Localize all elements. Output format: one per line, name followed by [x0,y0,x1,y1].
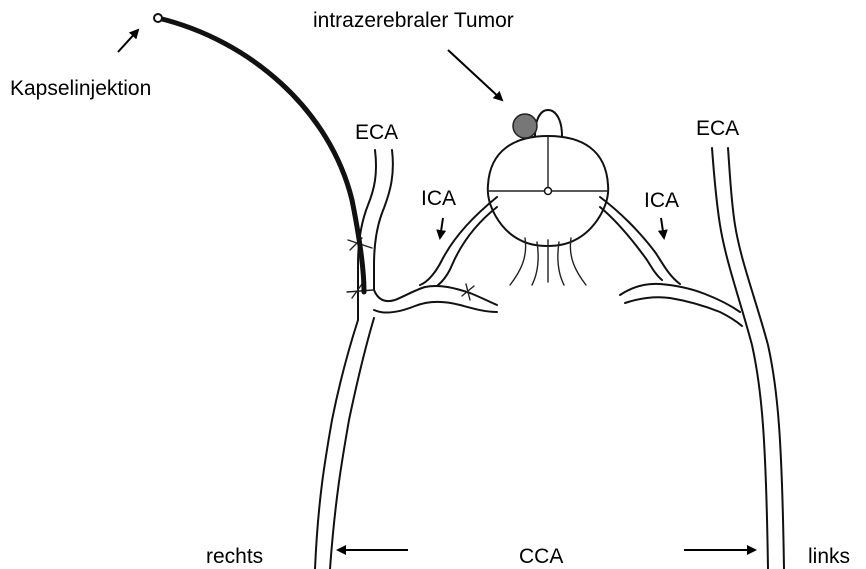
label-cca: CCA [519,546,563,567]
cca-right-outer [315,320,358,569]
label-links: links [808,546,850,567]
brainstem-inner-right [558,242,564,285]
ica-right-lower [438,207,497,285]
right-vessels [315,150,497,569]
catheter-tip [154,14,162,22]
label-capsule-injection: Kapselinjektion [10,78,151,99]
ica-right-junction-lower [374,302,497,313]
label-tumor: intrazerebraler Tumor [313,10,514,31]
ica-right-upper [420,197,497,285]
brain [488,110,608,285]
eca-left-inner [728,148,784,569]
label-eca-left: ECA [696,118,739,139]
tumor-mass [513,114,537,138]
brain-center-marker [545,188,552,195]
brainstem-line-left [510,238,526,285]
brainstem-inner-left [532,242,538,285]
ica-left-lower [600,207,662,280]
label-eca-right: ECA [355,122,398,143]
brain-olfactory-bulb [535,110,562,136]
left-vessels [600,148,784,569]
eca-left-outer [712,148,768,569]
ligature-mark-lower [347,284,373,298]
capsule-catheter [158,18,364,292]
ica-left-junction-upper [620,284,740,312]
label-rechts: rechts [206,546,263,567]
ica-left-arrow [661,218,664,238]
ica-right-arrow [440,218,443,238]
brainstem-line-right [570,238,586,285]
label-ica-right: ICA [421,188,456,209]
capsule-arrow [118,30,138,52]
cca-right-inner [330,318,374,569]
tumor-arrow [448,50,502,100]
label-ica-left: ICA [644,190,679,211]
